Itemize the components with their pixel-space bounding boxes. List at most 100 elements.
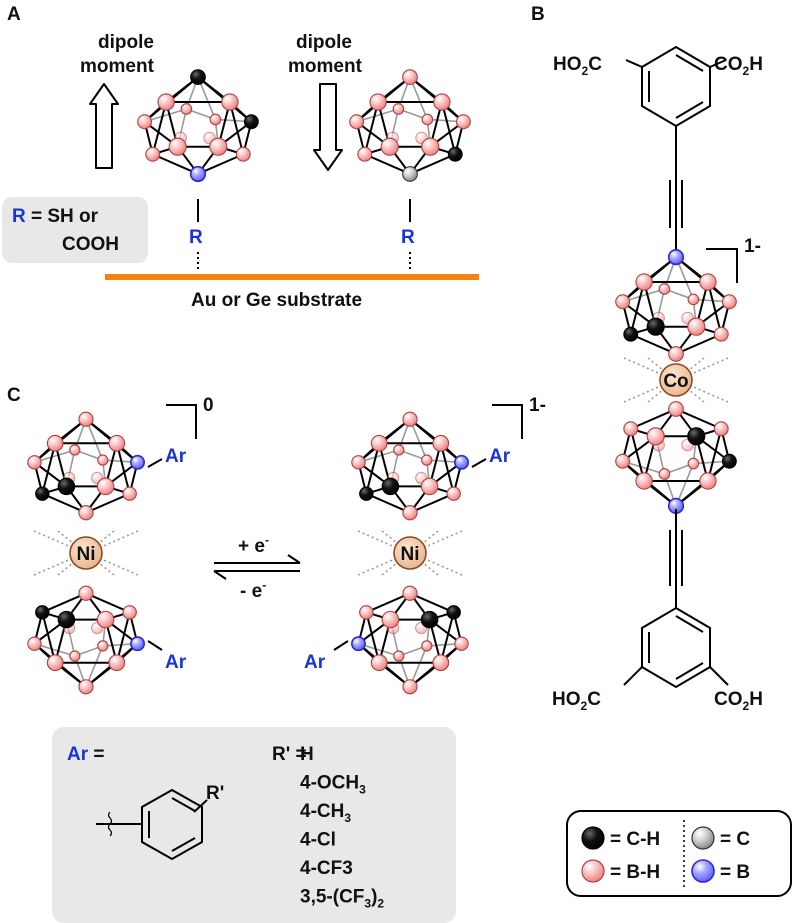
aryl-bond-left-top <box>147 458 163 468</box>
boron-h-atom <box>623 421 639 437</box>
boron-h-atom <box>615 294 631 310</box>
boron-h-atom <box>359 605 374 620</box>
aryl-definition-head: Ar = <box>67 744 105 765</box>
metal-nickel-left: Ni <box>69 536 103 570</box>
boron-h-atom <box>446 486 461 501</box>
carbon-h-atom <box>687 427 706 446</box>
redox-equilibrium-arrows <box>213 554 301 580</box>
aryl-ring-drawing <box>96 788 208 861</box>
rprime-eq: R' = <box>272 744 307 765</box>
carbon-h-atom <box>35 486 50 501</box>
boron-h-atom <box>658 283 671 295</box>
boron-h-atom <box>180 103 193 115</box>
legend-b-label: = B <box>720 862 750 883</box>
boron-h-atom <box>433 93 451 111</box>
boron-h-atom <box>432 654 450 672</box>
r-definition-line2: COOH <box>62 234 119 255</box>
carbon-h-atom <box>447 146 463 162</box>
r-definition-symbol: R <box>12 206 26 227</box>
boron-h-atom <box>668 401 684 417</box>
boron-h-atom <box>713 326 729 342</box>
carbon-atom <box>402 166 418 182</box>
metal-nickel-left-label: Ni <box>77 544 96 565</box>
boron-h-atom <box>432 434 450 452</box>
carbon-h-atom <box>446 605 461 620</box>
boron-h-atom <box>108 434 126 452</box>
charge-bracket-c-left <box>166 404 197 439</box>
charge-label-c-right: 1- <box>529 395 546 416</box>
aryl-definition-box: Ar = R' R' = H4-OCH34-CH34-Cl4-CF33,5-(C… <box>52 727 456 923</box>
boron-h-atom <box>97 454 109 466</box>
boron-h-atom <box>687 317 706 336</box>
aryl-right-bottom: Ar <box>304 652 326 673</box>
carbon-h-atom <box>420 610 439 629</box>
carborane-cluster-c-right-bottom <box>351 585 469 695</box>
boron-h-atom <box>78 411 94 427</box>
rprime-substituent: 4-CH3 <box>300 801 351 825</box>
boron-h-atom <box>96 610 115 629</box>
aryl-left-top: Ar <box>165 446 187 467</box>
boron-h-atom <box>615 453 631 469</box>
boron-h-atom <box>46 434 64 452</box>
boron-h-atom <box>221 93 239 111</box>
carbon-h-atom <box>190 69 206 85</box>
legend-ch-ball <box>581 826 605 850</box>
boron-atom <box>130 636 145 652</box>
boron-h-atom <box>97 640 109 652</box>
rprime-substituent: 4-Cl <box>300 830 336 851</box>
boron-h-atom <box>713 421 729 437</box>
substrate-label: Au or Ge substrate <box>191 290 362 311</box>
carbon-h-atom <box>646 317 665 336</box>
boron-h-atom <box>658 468 671 480</box>
carborane-cluster-c-right-top <box>351 411 469 521</box>
charge-label-c-left: 0 <box>203 395 214 416</box>
oxidation-label: - e- <box>240 578 266 602</box>
b-bottom-left-acid: HO2C <box>552 689 601 713</box>
alkyne-top <box>669 158 683 250</box>
atom-legend: = C-H = B-H = C = B <box>566 810 792 897</box>
panel-c-letter: C <box>7 385 21 406</box>
carborane-cluster-b-bottom <box>615 401 737 515</box>
boron-h-atom <box>96 477 115 496</box>
b-top-right-acid: CO2H <box>714 54 763 78</box>
boron-h-atom <box>699 472 717 490</box>
boron-h-atom <box>78 679 94 695</box>
metal-coordination-lines <box>33 530 139 576</box>
boron-h-atom <box>168 137 187 156</box>
boron-h-atom <box>370 654 388 672</box>
dipole-label-right-2: moment <box>288 56 363 77</box>
boron-h-atom <box>69 650 81 662</box>
boron-atom <box>667 248 685 266</box>
boron-h-atom <box>27 455 42 470</box>
b-top-left-acid: HO2C <box>553 54 602 78</box>
boron-h-atom <box>369 93 387 111</box>
boron-h-atom <box>78 585 94 601</box>
boron-atom <box>189 165 207 183</box>
boron-h-atom <box>668 346 684 362</box>
legend-c-label: = C <box>720 829 750 850</box>
aryl-left-bottom: Ar <box>165 652 187 673</box>
boron-h-atom <box>455 114 471 130</box>
substrate-bar <box>105 274 479 280</box>
boron-h-atom <box>370 434 388 452</box>
legend-ch-label: = C-H <box>610 829 660 850</box>
boron-h-atom <box>46 654 64 672</box>
carbon-h-atom <box>381 477 400 496</box>
boron-h-atom <box>635 273 653 291</box>
carborane-cluster-a-left <box>137 69 259 183</box>
dipole-label-left-1: dipole <box>98 32 154 53</box>
carborane-cluster-c-left-bottom <box>27 585 145 695</box>
metal-nickel-right: Ni <box>393 536 427 570</box>
metal-coordination-lines <box>357 530 463 576</box>
panel-a: A dipole moment dipole moment R R Au or … <box>2 4 479 311</box>
boron-h-atom <box>421 454 433 466</box>
boron-h-atom <box>421 137 440 156</box>
boron-h-atom <box>635 472 653 490</box>
legend-b-ball <box>691 859 715 883</box>
panel-a-letter: A <box>7 4 21 25</box>
aryl-right-top: Ar <box>489 446 511 467</box>
boron-h-atom <box>157 93 175 111</box>
dipole-arrow-up <box>89 83 119 169</box>
boron-h-atom <box>420 477 439 496</box>
